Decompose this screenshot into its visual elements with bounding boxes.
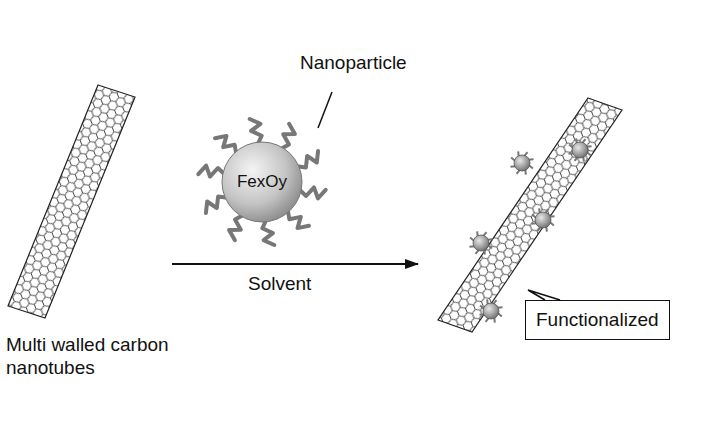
nanoparticle-core: FexOy bbox=[232, 167, 292, 197]
carbon-nanotube bbox=[438, 98, 622, 332]
attached-nanoparticles bbox=[469, 138, 591, 322]
callout-tail bbox=[528, 290, 560, 300]
node-text: FexOy bbox=[237, 172, 287, 192]
carbon-nanotube bbox=[8, 85, 135, 318]
node-text: Functionalized bbox=[536, 309, 659, 331]
reaction-arrow bbox=[172, 263, 418, 265]
nanoparticle-sphere bbox=[222, 142, 302, 222]
part-label: Multi walled carbon nanotubes bbox=[6, 334, 234, 380]
ligand-chains bbox=[198, 119, 325, 245]
leader-line bbox=[318, 92, 332, 128]
part-label: Nanoparticle bbox=[300, 52, 407, 75]
callout-box: Functionalized bbox=[525, 300, 670, 340]
arrow-label: Solvent bbox=[248, 273, 311, 296]
